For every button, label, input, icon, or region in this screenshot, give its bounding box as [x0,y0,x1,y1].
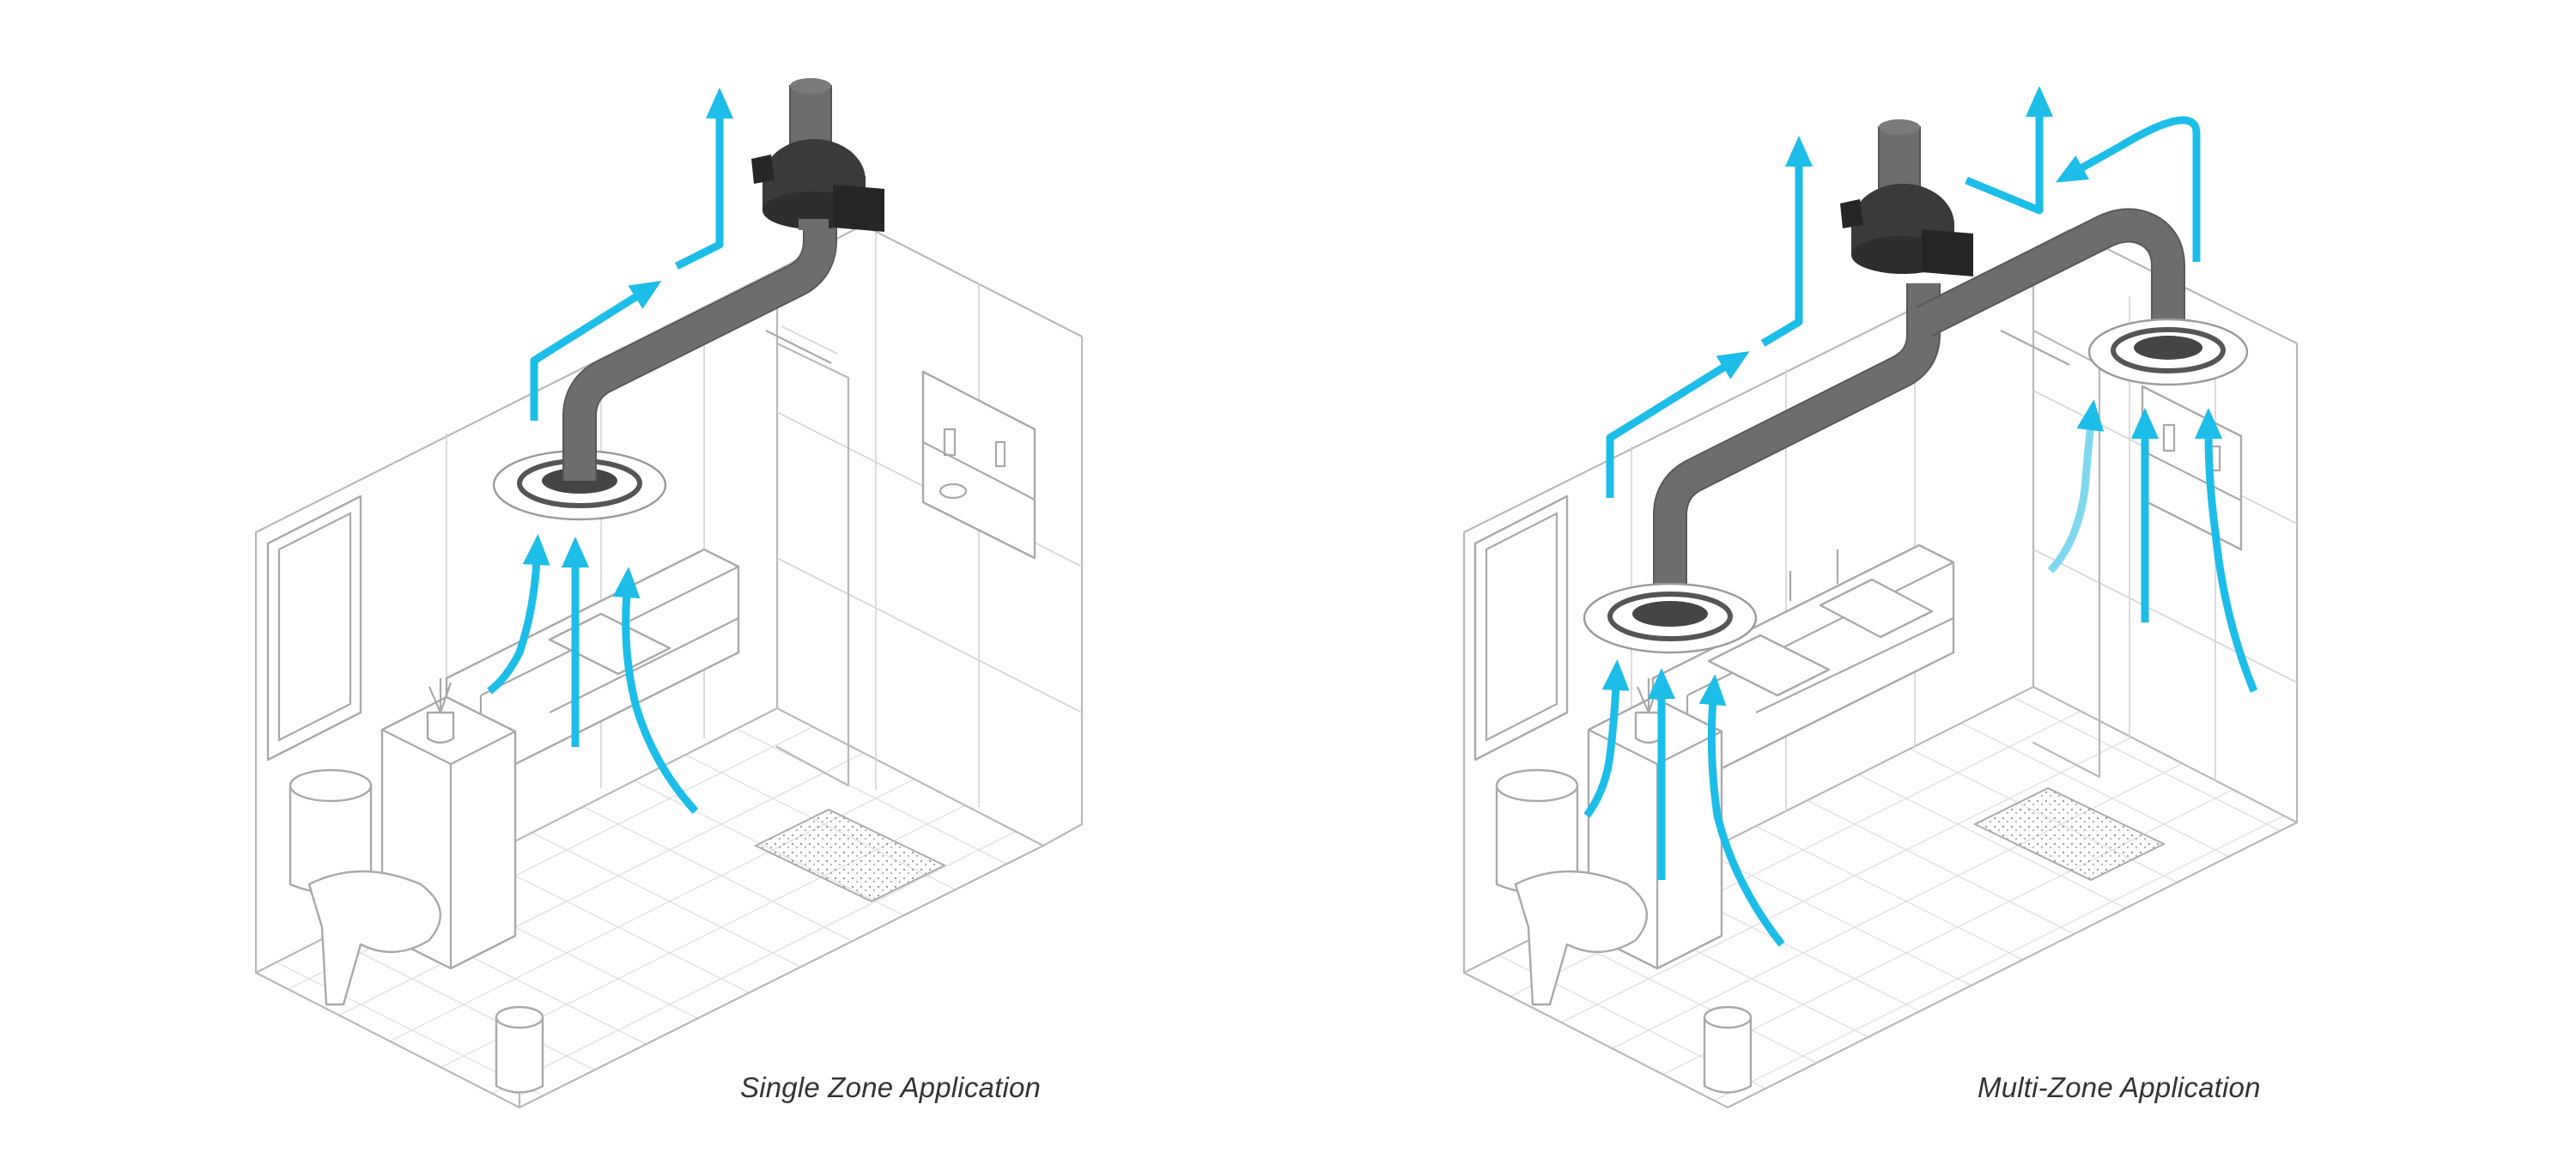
ceiling-vent-icon [2087,318,2249,386]
vanity-unit [445,548,740,783]
room-wireframe [254,223,1084,1109]
duct-pipe [562,197,837,481]
inline-fan-icon [751,78,884,232]
airflow-arrow-icon [1583,86,2258,947]
multi-zone-caption: Multi-Zone Application [1978,1071,2261,1103]
toilet [1495,768,1648,1006]
plant-pot [426,678,455,744]
duct-pipe [1653,208,2185,616]
airflow-arrow-icon [487,88,733,815]
wall-niche [921,370,1036,560]
toilet [289,768,441,1006]
shower-screen [765,325,850,787]
single-zone-panel [254,78,1084,1109]
window [266,495,362,762]
wall-niche [2141,385,2243,551]
window [1473,495,1569,762]
pedal-bin [1703,1005,1753,1094]
multi-zone-panel [1462,86,2299,1109]
inline-fan-icon [1840,119,1973,276]
pedal-bin [495,1005,544,1094]
single-zone-caption: Single Zone Application [740,1071,1042,1103]
ceiling-vent-icon [1583,582,1758,654]
shower-screen [2000,329,2101,779]
